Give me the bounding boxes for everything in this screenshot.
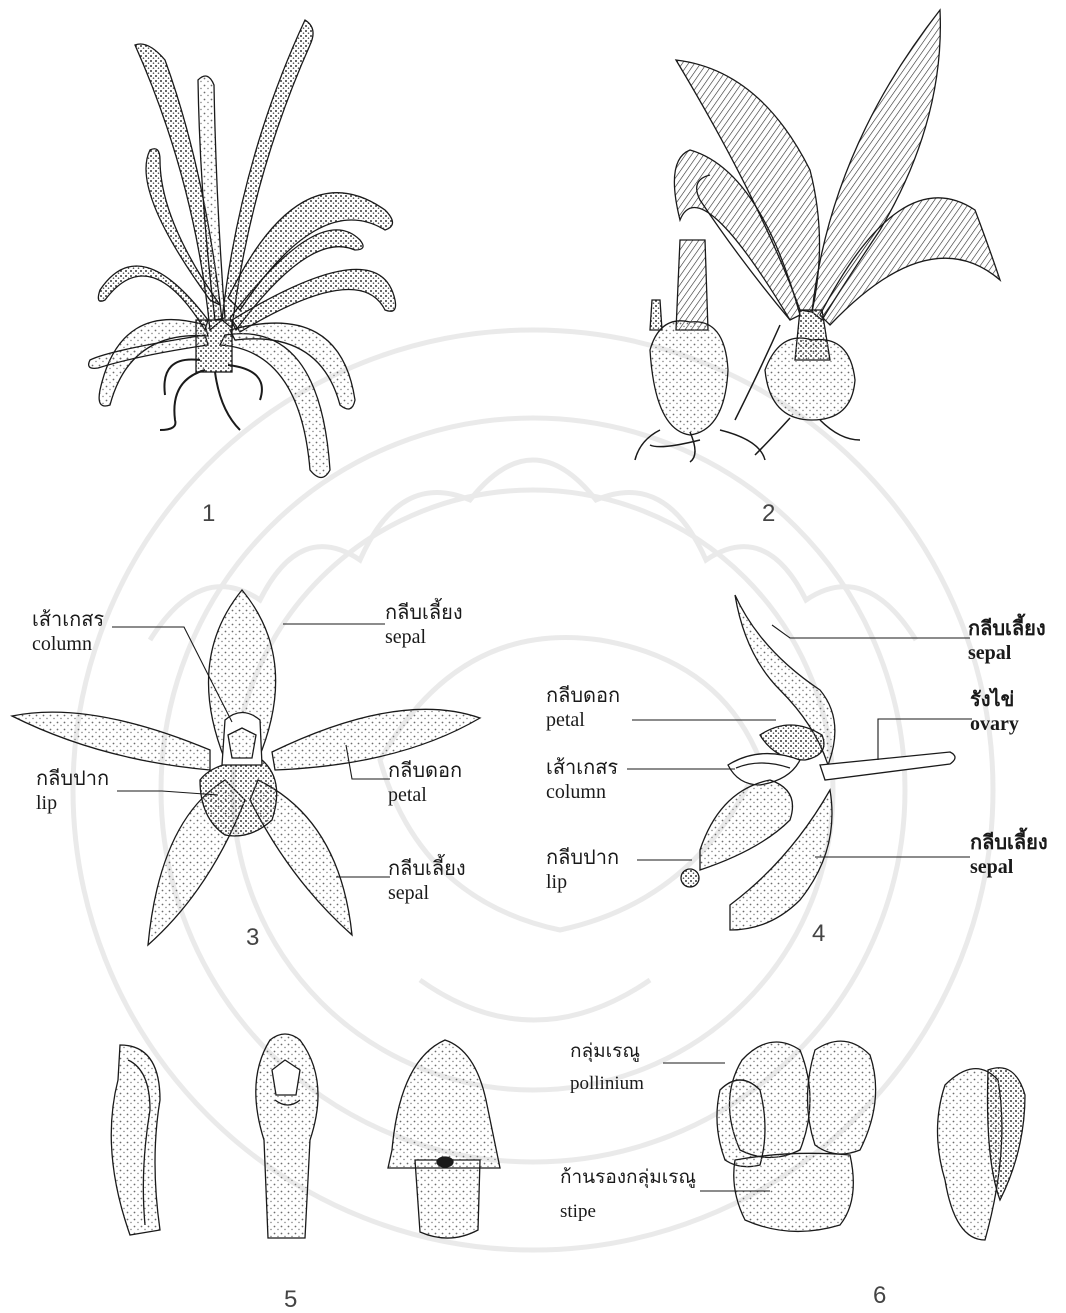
fig4-lip-thai: กลีบปาก	[546, 846, 619, 870]
fig4-sepal-bottom-thai: กลีบเลี้ยง	[970, 831, 1048, 855]
fig3-column-english: column	[32, 632, 104, 656]
fig3-lip-english: lip	[36, 791, 109, 815]
figure-number-3: 3	[246, 924, 259, 952]
fig3-column-thai: เส้าเกสร	[32, 608, 104, 632]
fig3-sepal-bottom-english: sepal	[388, 881, 466, 905]
fig4-label-sepal-bottom: กลีบเลี้ยง sepal	[970, 831, 1048, 879]
fig6-stipe-english: stipe	[560, 1200, 696, 1224]
fig5-column-views	[111, 1034, 500, 1238]
fig3-label-sepal-bottom: กลีบเลี้ยง sepal	[388, 857, 466, 905]
fig3-sepal-top-english: sepal	[385, 625, 463, 649]
fig3-label-lip: กลีบปาก lip	[36, 767, 109, 815]
fig4-sepal-bottom-english: sepal	[970, 855, 1048, 879]
fig4-label-sepal-top: กลีบเลี้ยง sepal	[968, 617, 1046, 665]
fig6-pollinium-thai: กลุ่มเรณู	[570, 1040, 644, 1064]
fig3-petal-english: petal	[388, 783, 462, 807]
fig6-label-pollinium: กลุ่มเรณู pollinium	[570, 1040, 644, 1096]
fig3-label-column: เส้าเกสร column	[32, 608, 104, 656]
figure-number-5: 5	[284, 1286, 297, 1313]
figure-number-6: 6	[873, 1282, 886, 1310]
fig3-lip-thai: กลีบปาก	[36, 767, 109, 791]
fig4-lip-english: lip	[546, 870, 619, 894]
figure-number-4: 4	[812, 920, 825, 948]
fig4-label-petal: กลีบดอก petal	[546, 684, 620, 732]
fig6-pollinia	[717, 1041, 1025, 1240]
figure-number-1: 1	[202, 500, 215, 528]
fig4-petal-thai: กลีบดอก	[546, 684, 620, 708]
fig3-petal-thai: กลีบดอก	[388, 759, 462, 783]
fig4-sepal-top-thai: กลีบเลี้ยง	[968, 617, 1046, 641]
fig2-orchid-pseudobulbs	[635, 10, 1000, 462]
fig6-stipe-thai: ก้านรองกลุ่มเรณู	[560, 1166, 696, 1190]
fig4-sepal-top-english: sepal	[968, 641, 1046, 665]
fig4-ovary-english: ovary	[970, 712, 1019, 736]
fig3-label-petal: กลีบดอก petal	[388, 759, 462, 807]
fig4-label-ovary: รังไข่ ovary	[970, 688, 1019, 736]
fig3-sepal-top-thai: กลีบเลี้ยง	[385, 601, 463, 625]
fig3-sepal-bottom-thai: กลีบเลี้ยง	[388, 857, 466, 881]
fig4-petal-english: petal	[546, 708, 620, 732]
figure-number-2: 2	[762, 500, 775, 528]
fig4-column-thai: เส้าเกสร	[546, 756, 618, 780]
fig4-column-english: column	[546, 780, 618, 804]
fig4-label-lip: กลีบปาก lip	[546, 846, 619, 894]
fig4-label-column: เส้าเกสร column	[546, 756, 618, 804]
fig6-pollinium-english: pollinium	[570, 1072, 644, 1096]
fig6-label-stipe: ก้านรองกลุ่มเรณู stipe	[560, 1166, 696, 1224]
fig1-orchid-plant	[89, 20, 396, 478]
fig3-label-sepal-top: กลีบเลี้ยง sepal	[385, 601, 463, 649]
fig4-ovary-thai: รังไข่	[970, 688, 1019, 712]
